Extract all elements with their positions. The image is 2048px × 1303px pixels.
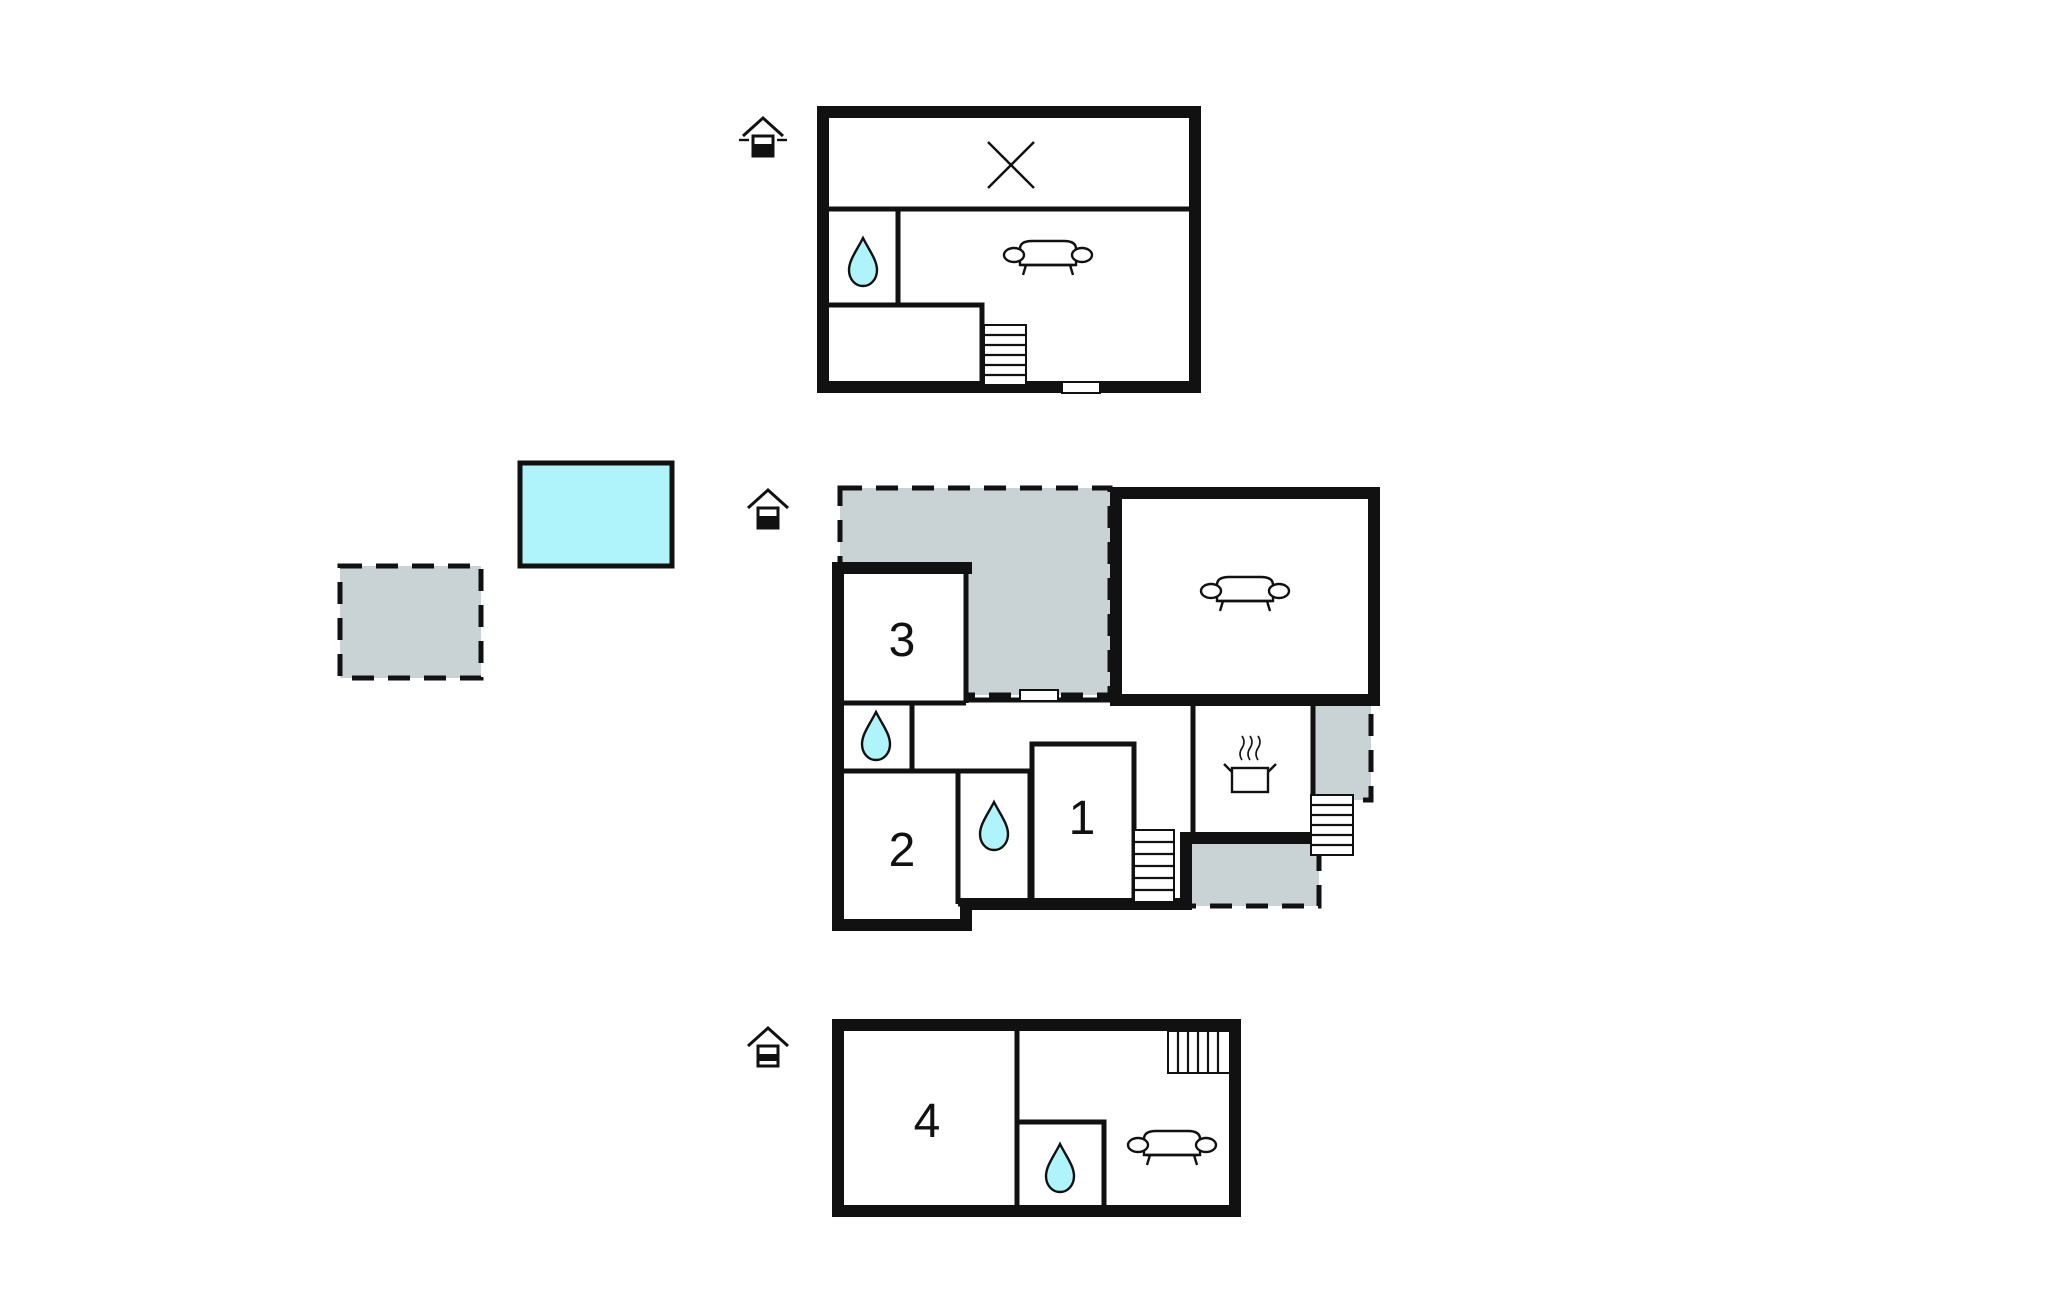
terrace-right <box>1310 697 1374 803</box>
terrace-bottom <box>1183 835 1322 909</box>
sofa-icon <box>1126 1129 1218 1167</box>
cooking-pot-icon <box>1223 735 1277 794</box>
stairs-icon <box>1133 829 1175 903</box>
cross-icon <box>987 141 1035 189</box>
room-number-1: 1 <box>1069 792 1096 845</box>
upper-outer-wall <box>817 106 1201 393</box>
window <box>1061 381 1101 394</box>
water-drop-icon <box>847 236 879 288</box>
house-floor-basement-icon <box>746 1026 790 1068</box>
stairs-icon <box>1310 794 1354 856</box>
pool <box>517 460 675 569</box>
stairs-icon <box>1167 1030 1231 1074</box>
upper-floor <box>739 106 1201 394</box>
sofa-icon <box>1002 239 1094 277</box>
room-number-4: 4 <box>914 1095 941 1148</box>
water-drop-icon <box>978 800 1010 852</box>
basement-outer-wall <box>832 1019 1241 1217</box>
basement-floor: 4 <box>746 1019 1241 1217</box>
room-number-2: 2 <box>889 824 916 877</box>
ground-floor: 3 2 1 <box>746 485 1380 931</box>
stairs-icon <box>983 324 1027 386</box>
window <box>1019 689 1059 702</box>
sofa-icon <box>1199 575 1291 613</box>
house-floor-ground-icon <box>746 488 790 530</box>
outdoor-terrace <box>337 563 484 681</box>
water-drop-icon <box>1044 1142 1076 1194</box>
room-number-3: 3 <box>889 614 916 667</box>
house-floor-upper-icon <box>739 116 787 158</box>
water-drop-icon <box>860 710 892 762</box>
terrace-top <box>837 485 1113 698</box>
